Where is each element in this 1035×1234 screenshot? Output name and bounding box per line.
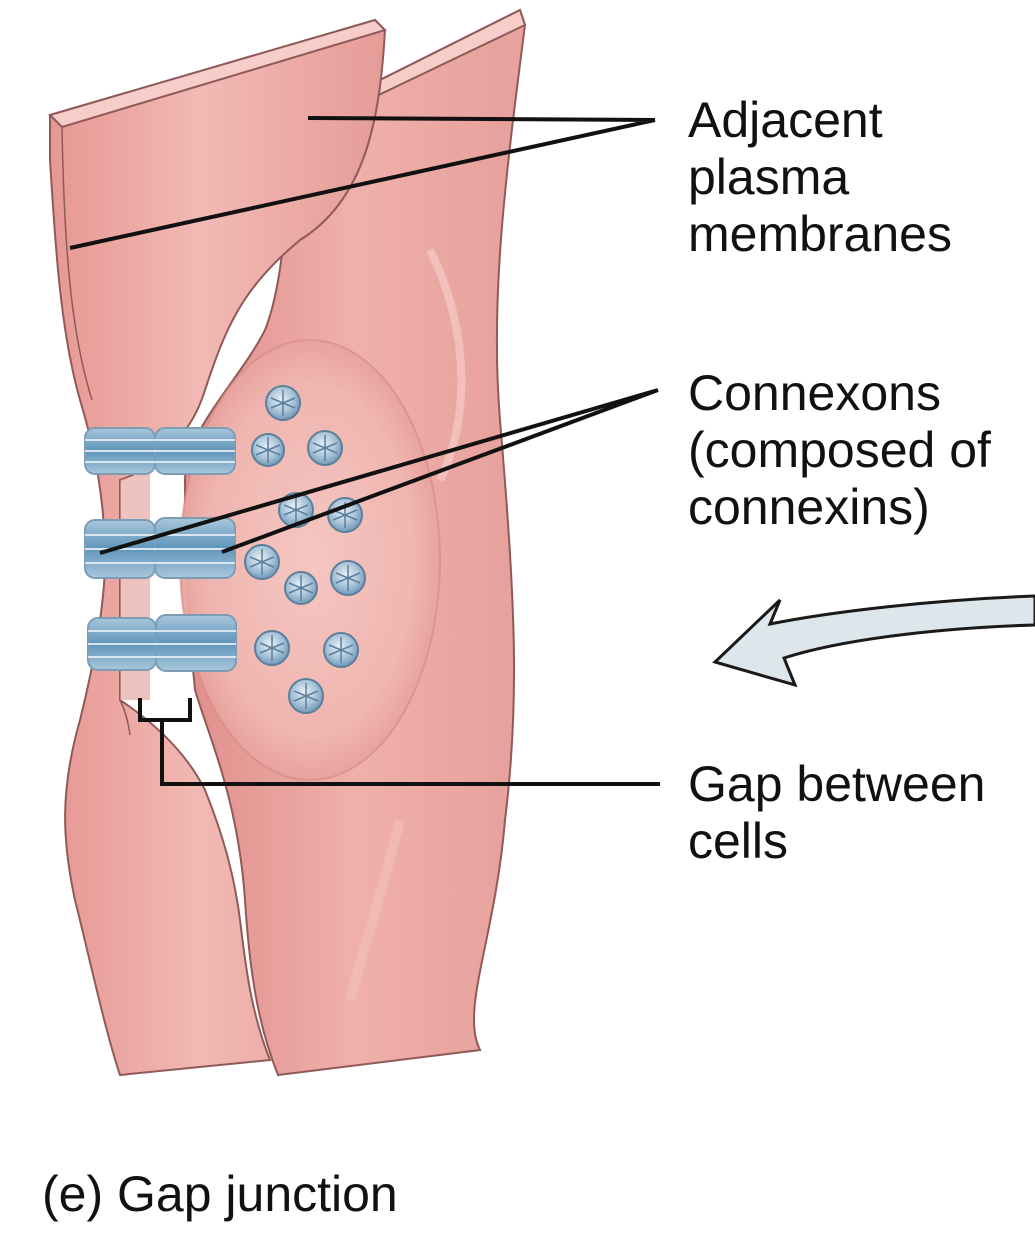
connexon-pore [284, 571, 318, 605]
label-connexons: Connexons (composed of connexins) [688, 365, 991, 536]
label-line: cells [688, 813, 789, 869]
leader-connexons [99, 388, 659, 555]
connexon-pore [307, 430, 343, 466]
label-line: Adjacent [688, 92, 883, 148]
connexon-channel [84, 517, 236, 579]
label-line: connexins) [688, 479, 930, 535]
gap-bracket [138, 698, 192, 722]
leader-adjacent-membranes [69, 116, 656, 250]
figure-caption: (e) Gap junction [42, 1166, 398, 1222]
label-line: Connexons [688, 365, 941, 421]
label-line: Gap between [688, 756, 986, 812]
connexon-pore [278, 492, 314, 528]
connexon-pore [330, 560, 366, 596]
connexon-channel [87, 614, 237, 672]
connexon-pore [251, 433, 285, 467]
connexon-pores [244, 385, 366, 714]
connexon-pore [323, 632, 359, 668]
connexon-pore [288, 678, 324, 714]
label-gap-between-cells: Gap between cells [688, 756, 985, 870]
label-line: membranes [688, 206, 952, 262]
connexon-channels [84, 427, 237, 672]
right-plasma-membrane [179, 8, 527, 1077]
leader-lines [69, 116, 660, 786]
label-line: (composed of [688, 422, 991, 478]
connexon-pore [254, 630, 290, 666]
connexon-pore [265, 385, 301, 421]
label-adjacent-plasma-membranes: Adjacent plasma membranes [688, 92, 952, 263]
connexon-channel [84, 427, 236, 475]
connexon-pore [244, 544, 280, 580]
leader-gap [160, 720, 660, 786]
view-direction-arrow [712, 594, 1035, 688]
left-plasma-membrane [48, 18, 387, 1077]
label-line: plasma [688, 149, 850, 205]
